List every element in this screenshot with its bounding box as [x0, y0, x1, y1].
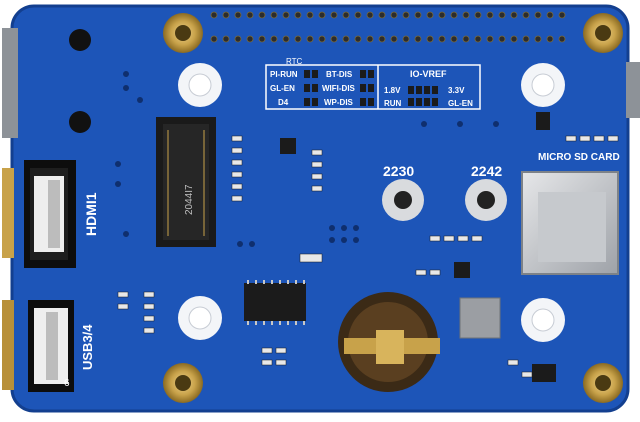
soic-chip — [244, 280, 306, 325]
ic-small-4 — [536, 112, 550, 130]
usb-connector — [28, 300, 74, 392]
right-edge-connector — [626, 62, 640, 118]
left-edge-connector-mid — [2, 168, 14, 258]
ic-small-2 — [454, 262, 470, 278]
left-edge-connector-top — [2, 28, 18, 138]
switch-block — [265, 64, 481, 110]
mount-hole-bottom-left — [163, 363, 203, 403]
hdmi-connector — [24, 160, 76, 268]
m2-model-text: 2044I7 — [184, 184, 195, 215]
standoff-pad-upper-left — [178, 63, 222, 107]
label-2230: 2230 — [383, 163, 414, 179]
v18-label: 1.8V — [384, 86, 401, 95]
left-button-2 — [69, 111, 91, 133]
vias — [115, 71, 499, 247]
left-edge-connector-bottom — [2, 300, 14, 390]
passive-components — [117, 135, 619, 378]
switch-pads — [304, 70, 438, 106]
header-holes — [210, 11, 566, 43]
microsd-label: MICRO SD CARD — [538, 152, 620, 163]
left-button-1 — [69, 29, 91, 51]
rtc-label: RTC — [286, 57, 303, 66]
ic-small-3 — [532, 364, 556, 382]
d4-label: D4 — [278, 98, 289, 107]
standoff-pad-lower-right — [521, 298, 565, 342]
label-2242: 2242 — [471, 163, 502, 179]
mount-hole-bottom-right — [583, 363, 623, 403]
io-vref-label: IO-VREF — [410, 69, 447, 79]
hdmi-label: HDMI1 — [83, 192, 99, 236]
wp-dis-label: WP-DIS — [324, 98, 354, 107]
wifi-dis-label: WIFI-DIS — [322, 84, 356, 93]
v33-label: 3.3V — [448, 86, 465, 95]
inductor — [459, 297, 501, 339]
pi-run-label: PI-RUN — [270, 70, 298, 79]
usb-label: USB3/4 — [80, 324, 95, 370]
m2-socket: 2044I7 — [156, 117, 216, 247]
m2-hole-2230 — [382, 179, 424, 221]
standoff-pad-upper-right — [521, 63, 565, 107]
run-label: RUN — [384, 99, 402, 108]
m2-hole-2242 — [465, 179, 507, 221]
mount-hole-top-right — [583, 13, 623, 53]
battery-holder — [338, 292, 440, 392]
bt-dis-label: BT-DIS — [326, 70, 353, 79]
mount-hole-top-left — [163, 13, 203, 53]
gl-en-label: GL-EN — [270, 84, 295, 93]
ic-small-1 — [280, 138, 296, 154]
microsd-slot — [521, 171, 619, 275]
gl-en-right-label: GL-EN — [448, 99, 473, 108]
standoff-pad-lower-left — [178, 296, 222, 340]
pin-six-label: 6 — [64, 378, 70, 389]
